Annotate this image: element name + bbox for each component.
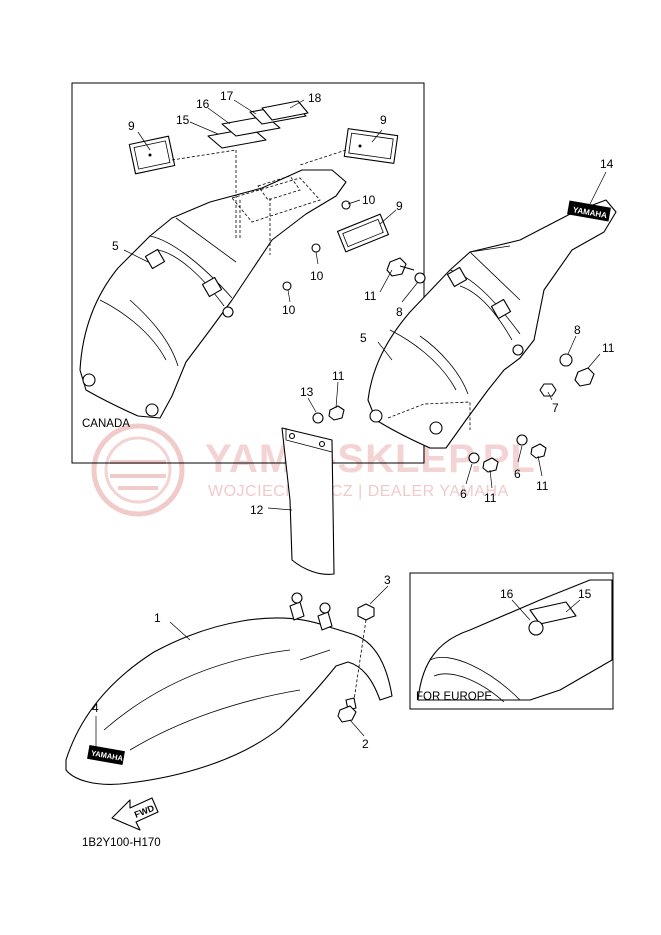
label-15-eu xyxy=(529,601,577,625)
callout-15: 15 xyxy=(578,587,592,601)
bolt-11-e xyxy=(328,405,345,421)
callout-4: 4 xyxy=(92,701,99,715)
callout-1: 1 xyxy=(154,611,161,625)
rear-fender-canada xyxy=(79,169,347,419)
callout-6: 6 xyxy=(460,487,467,501)
callout-15: 15 xyxy=(176,113,190,127)
callout-2: 2 xyxy=(362,737,369,751)
canada-label: CANADA xyxy=(82,418,130,430)
watermark-dealer: WOJCIECHOWICZ | DEALER YAMAHA xyxy=(208,483,509,500)
watermark-brand: YAMA-SKLEP.PL xyxy=(205,437,536,481)
callout-11: 11 xyxy=(332,369,345,383)
callout-5: 5 xyxy=(360,331,367,345)
callouts: 9 9 9 15 16 17 18 5 10 10 10 11 8 5 14 8… xyxy=(92,89,615,751)
canada-inset: CANADA xyxy=(71,82,425,464)
callout-14: 14 xyxy=(600,157,614,171)
decal-yamaha-front: YAMAHA xyxy=(87,744,125,766)
leader-lines xyxy=(95,99,607,748)
nut-7 xyxy=(539,383,557,397)
callout-13: 13 xyxy=(300,385,314,399)
nut-3 xyxy=(357,603,375,621)
decal-yamaha-rear: YAMAHA xyxy=(567,200,611,222)
watermark-logo xyxy=(91,423,185,517)
europe-inset: FOR EUROPE xyxy=(409,572,614,710)
washer-13 xyxy=(312,412,324,424)
washer-6-a xyxy=(516,434,528,446)
bolt-11-d xyxy=(482,457,499,473)
label-16-eu xyxy=(528,620,544,636)
callout-10: 10 xyxy=(362,193,376,207)
bolt-11-c xyxy=(530,443,547,459)
nut-10-c xyxy=(282,281,292,291)
callout-11: 11 xyxy=(484,491,497,505)
washer-8-a xyxy=(414,272,426,284)
rear-fender-main: YAMAHA xyxy=(367,199,617,449)
nut-10-b xyxy=(311,243,321,253)
callout-7: 7 xyxy=(552,401,559,415)
nut-10-a xyxy=(341,200,351,210)
washer-8-b xyxy=(559,353,573,367)
callout-9: 9 xyxy=(396,199,403,213)
callout-17: 17 xyxy=(220,89,234,103)
reflector-left xyxy=(128,135,176,175)
reflector-right xyxy=(343,128,399,164)
callout-9: 9 xyxy=(380,113,387,127)
callout-10: 10 xyxy=(282,303,296,317)
front-fender: YAMAHA xyxy=(65,592,393,785)
callout-5: 5 xyxy=(112,239,119,253)
callout-18: 18 xyxy=(308,91,322,105)
callout-11: 11 xyxy=(536,479,549,493)
europe-label: FOR EUROPE xyxy=(416,691,492,703)
callout-16: 16 xyxy=(500,587,514,601)
fasteners-right xyxy=(312,257,595,473)
bolt-11-b xyxy=(574,367,595,387)
fwd-arrow: FWD xyxy=(111,797,159,831)
reflector-side xyxy=(337,213,389,253)
callout-12: 12 xyxy=(250,503,264,517)
mud-flap xyxy=(281,427,335,575)
callout-3: 3 xyxy=(384,573,391,587)
callout-11: 11 xyxy=(364,289,377,303)
callout-8: 8 xyxy=(396,305,403,319)
washer-6-b xyxy=(468,452,480,464)
callout-11: 11 xyxy=(602,341,615,355)
label-stack xyxy=(207,100,309,240)
bolt-11-a xyxy=(386,257,407,277)
callout-16: 16 xyxy=(196,97,210,111)
callout-10: 10 xyxy=(310,269,324,283)
callout-9: 9 xyxy=(128,119,135,133)
watermark: YAMA-SKLEP.PL WOJCIECHOWICZ | DEALER YAM… xyxy=(91,423,536,517)
callout-8: 8 xyxy=(574,323,581,337)
callout-6: 6 xyxy=(514,467,521,481)
diagram-code: 1B2Y100-H170 xyxy=(82,837,161,849)
